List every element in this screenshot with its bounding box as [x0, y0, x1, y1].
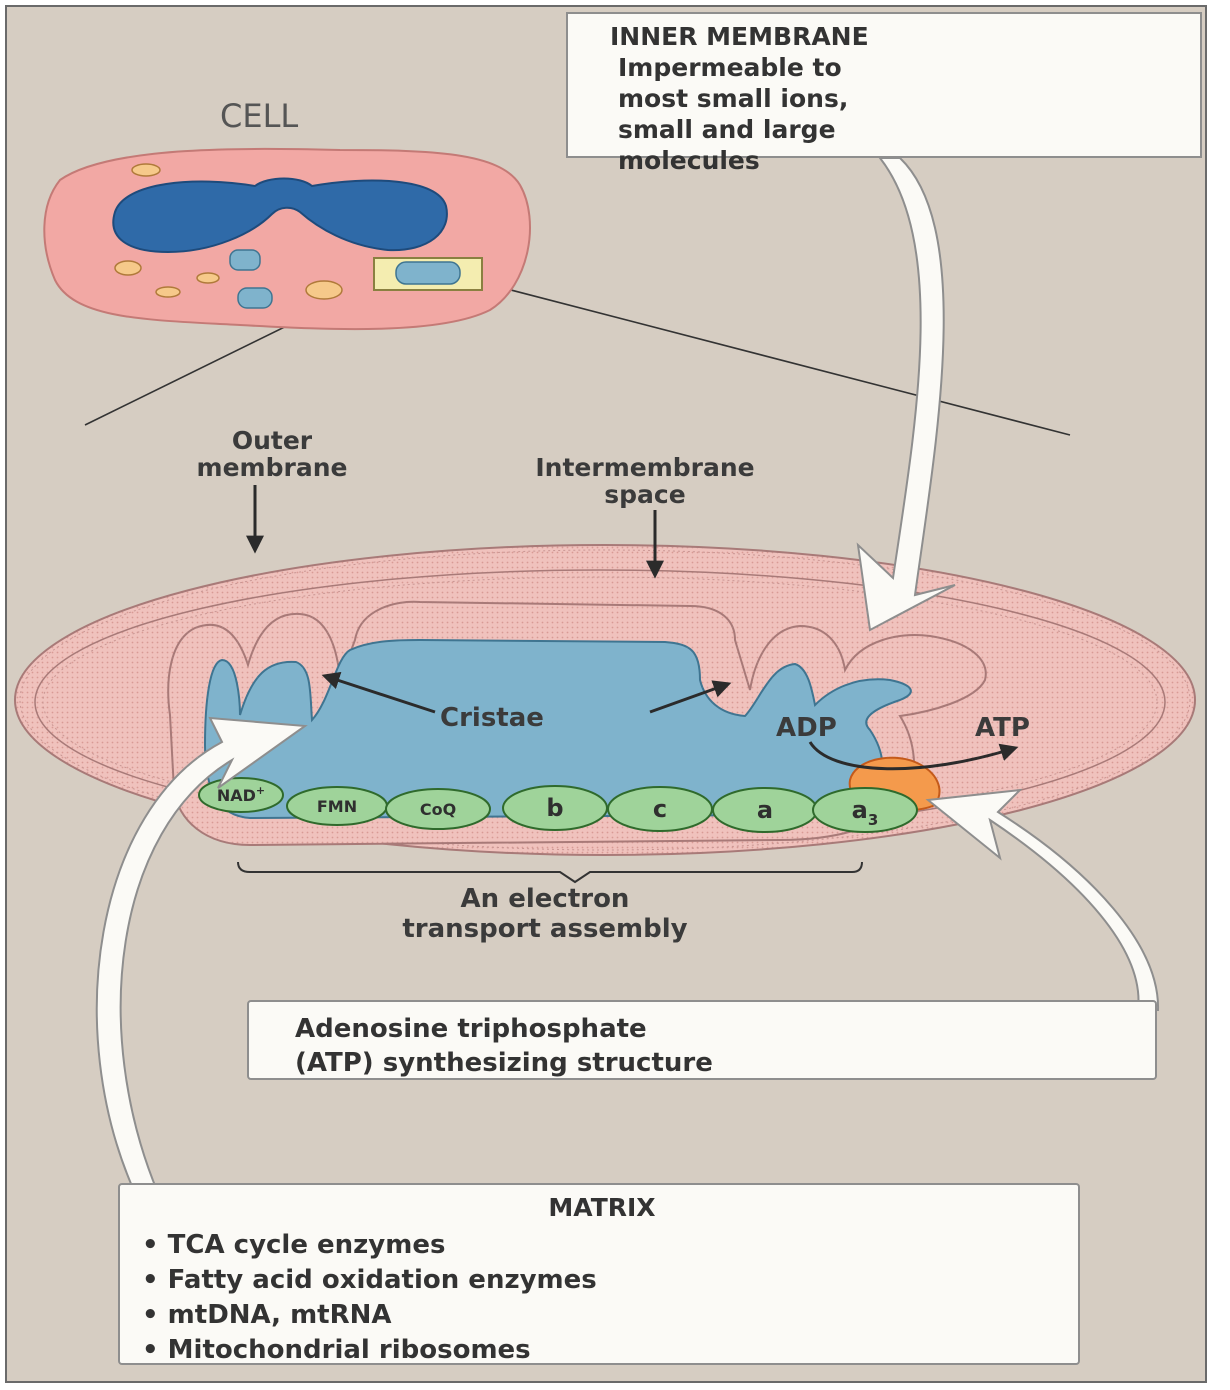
atp-synthase-line: Adenosine triphosphate [295, 1014, 1155, 1044]
cristae-label: Cristae [440, 705, 544, 731]
atp-synthase-line: (ATP) synthesizing structure [295, 1048, 1155, 1078]
matrix-item: • Mitochondrial ribosomes [142, 1335, 1078, 1365]
inner-membrane-line: small and large [618, 115, 1200, 144]
electron-transport-label-line: An electron [255, 886, 835, 912]
atp-synthase-callout: Adenosine triphosphate (ATP) synthesizin… [247, 1000, 1157, 1080]
matrix-callout: MATRIX • TCA cycle enzymes • Fatty acid … [118, 1183, 1080, 1365]
cell-granule [115, 261, 141, 275]
intermembrane-space-label: Intermembrane space [425, 455, 865, 507]
matrix-item: • mtDNA, mtRNA [142, 1300, 1078, 1330]
matrix-item: • TCA cycle enzymes [142, 1230, 1078, 1260]
carrier-label: c [653, 795, 667, 823]
electron-transport-label: An electron transport assembly [255, 886, 835, 942]
inner-membrane-line: molecules [618, 146, 1200, 175]
carrier-label: FMN [317, 797, 357, 816]
matrix-item: • Fatty acid oxidation enzymes [142, 1265, 1078, 1295]
outer-membrane-label-line: Outer [132, 428, 412, 453]
carrier-label: b [546, 794, 563, 822]
cell-mitochondrion [230, 250, 260, 270]
cell-cytoplasm [44, 149, 530, 329]
cell-illustration [44, 149, 530, 329]
cell-granule [197, 273, 219, 283]
outer-membrane-label: Outer membrane [132, 428, 412, 480]
inner-membrane-line: most small ions, [618, 84, 1200, 113]
cell-mitochondrion [238, 288, 272, 308]
cell-granule [132, 164, 160, 176]
outer-membrane-label-line: membrane [132, 455, 412, 480]
inner-membrane-callout: INNER MEMBRANE Impermeable to most small… [566, 12, 1202, 158]
matrix-title: MATRIX [142, 1193, 1062, 1222]
inner-membrane-line: Impermeable to [618, 53, 1200, 82]
highlighted-mitochondrion [396, 262, 460, 284]
adp-label: ADP [776, 715, 837, 741]
atp-label: ATP [975, 715, 1030, 741]
cell-granule [156, 287, 180, 297]
intermembrane-space-label-line: space [425, 482, 865, 507]
carrier-label: a [757, 796, 773, 824]
carrier-label: CoQ [420, 800, 456, 819]
electron-transport-label-line: transport assembly [255, 916, 835, 942]
cell-granule [306, 281, 342, 299]
cell-label: CELL [220, 100, 298, 132]
inner-membrane-title: INNER MEMBRANE [610, 22, 1200, 51]
intermembrane-space-label-line: Intermembrane [425, 455, 865, 480]
